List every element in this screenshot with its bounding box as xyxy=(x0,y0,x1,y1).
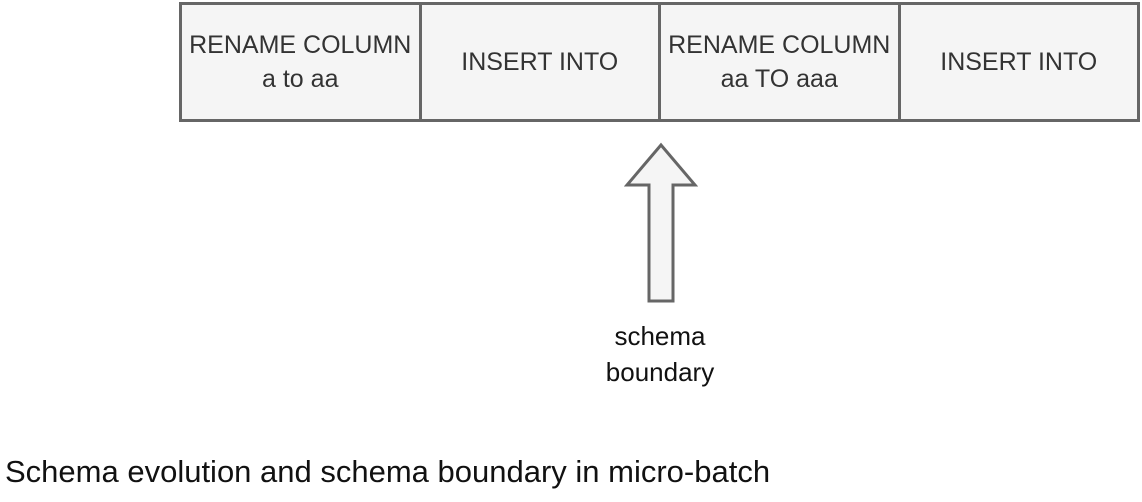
boundary-label-line1: schema xyxy=(614,321,706,351)
diagram-caption: Schema evolution and schema boundary in … xyxy=(5,454,771,489)
op-label-line1: INSERT INTO xyxy=(461,48,619,76)
op-insert-into-1: INSERT INTO xyxy=(422,5,661,119)
boundary-label-line2: boundary xyxy=(605,357,715,387)
schema-boundary-label: schema boundary xyxy=(560,318,760,390)
op-label-line1: INSERT INTO xyxy=(940,48,1098,76)
operation-sequence: RENAME COLUMN a to aa INSERT INTO RENAME… xyxy=(179,2,1140,122)
op-label-line2: aa TO aaa xyxy=(720,65,838,93)
op-label-line1: RENAME COLUMN xyxy=(189,31,412,59)
op-insert-into-2: INSERT INTO xyxy=(901,5,1138,119)
op-rename-column-aa-to-aaa: RENAME COLUMN aa TO aaa xyxy=(661,5,901,119)
op-rename-column-a-to-aa: RENAME COLUMN a to aa xyxy=(182,5,422,119)
op-label-line1: RENAME COLUMN xyxy=(668,31,891,59)
up-arrow-icon xyxy=(624,142,698,303)
op-label-line2: a to aa xyxy=(262,65,339,93)
